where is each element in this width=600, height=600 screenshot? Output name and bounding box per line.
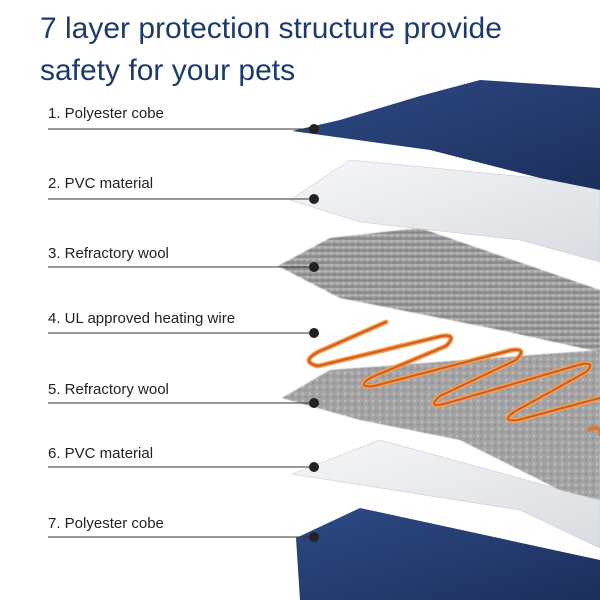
- heating-wire-core: [308, 321, 600, 422]
- leader-dot-7: [309, 532, 319, 542]
- leader-6: [48, 462, 319, 472]
- pvc-top-layer: [289, 159, 600, 263]
- pvc-bottom-layer: [290, 439, 600, 549]
- leader-4: [48, 328, 319, 338]
- layer-label-7: 7. Polyester cobe: [48, 515, 164, 532]
- leader-1: [48, 124, 319, 134]
- leader-2: [48, 194, 319, 204]
- title-line-1: 7 layer protection structure provide: [40, 12, 502, 45]
- leader-dot-5: [309, 398, 319, 408]
- layer-label-1: 1. Polyester cobe: [48, 105, 164, 122]
- leader-dot-6: [309, 462, 319, 472]
- polyester-bottom-layer: [296, 508, 600, 600]
- page-title: 7 layer protection structure provide saf…: [40, 8, 580, 92]
- leader-dot-4: [309, 328, 319, 338]
- layer-label-3: 3. Refractory wool: [48, 245, 169, 262]
- layer-label-6: 6. PVC material: [48, 445, 154, 462]
- leader-7: [48, 532, 319, 542]
- polyester-top-layer: [292, 80, 600, 190]
- wool-upper-layer: [278, 228, 600, 352]
- leader-dot-2: [309, 194, 319, 204]
- leader-dot-3: [309, 262, 319, 272]
- layer-label-2: 2. PVC material: [48, 175, 154, 192]
- leader-dot-1: [309, 124, 319, 134]
- leader-5: [48, 398, 319, 408]
- title-line-2: safety for your pets: [40, 54, 296, 87]
- layer-label-4: 4. UL approved heating wire: [48, 310, 236, 327]
- heating-wire-end: [587, 426, 600, 436]
- wool-lower-layer: [282, 350, 600, 500]
- layer-label-5: 5. Refractory wool: [48, 381, 169, 398]
- leader-3: [48, 262, 319, 272]
